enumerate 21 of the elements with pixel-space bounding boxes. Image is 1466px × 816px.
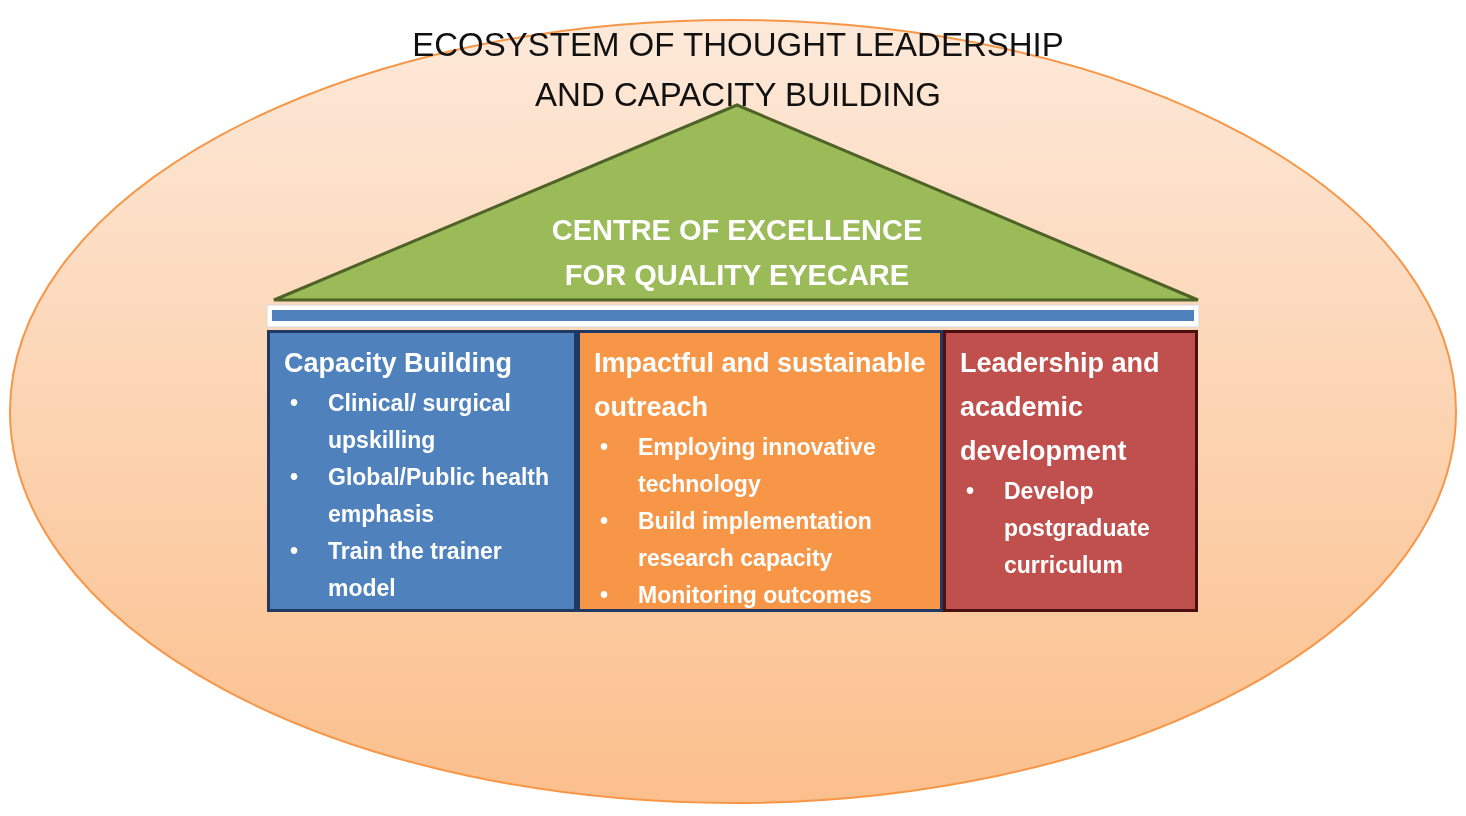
bullet-marker: •: [289, 463, 300, 492]
bullet-item: Clinical/ surgical upskilling: [328, 389, 512, 455]
pillar-heading: Leadership and academic development: [960, 347, 1161, 468]
bullet-marker: •: [599, 581, 610, 610]
bullet-item: Global/Public health emphasis: [328, 463, 551, 529]
bullet-item: Monitoring outcomes: [638, 581, 873, 610]
bullet-marker: •: [599, 433, 610, 462]
bullet-item: Develop postgraduate curriculum: [1004, 477, 1151, 580]
bullet-item: Employing innovative technology: [638, 433, 877, 499]
pillar-heading: Impactful and sustainable outreach: [594, 347, 926, 424]
bullet-marker: •: [289, 537, 300, 566]
bullet-item: Train the trainer model: [328, 537, 503, 603]
pillar-box: [943, 330, 1198, 612]
bullet-marker: •: [965, 477, 976, 506]
bullet-marker: •: [599, 507, 610, 536]
bullet-item: Build implementation research capacity: [638, 507, 873, 573]
bullet-marker: •: [289, 389, 300, 418]
pillar-box: [267, 330, 577, 612]
roof-label: CENTRE OF EXCELLENCE FOR QUALITY EYECARE: [550, 213, 924, 293]
pillar-heading: Capacity Building: [284, 347, 514, 380]
pillar-box: [577, 330, 943, 612]
